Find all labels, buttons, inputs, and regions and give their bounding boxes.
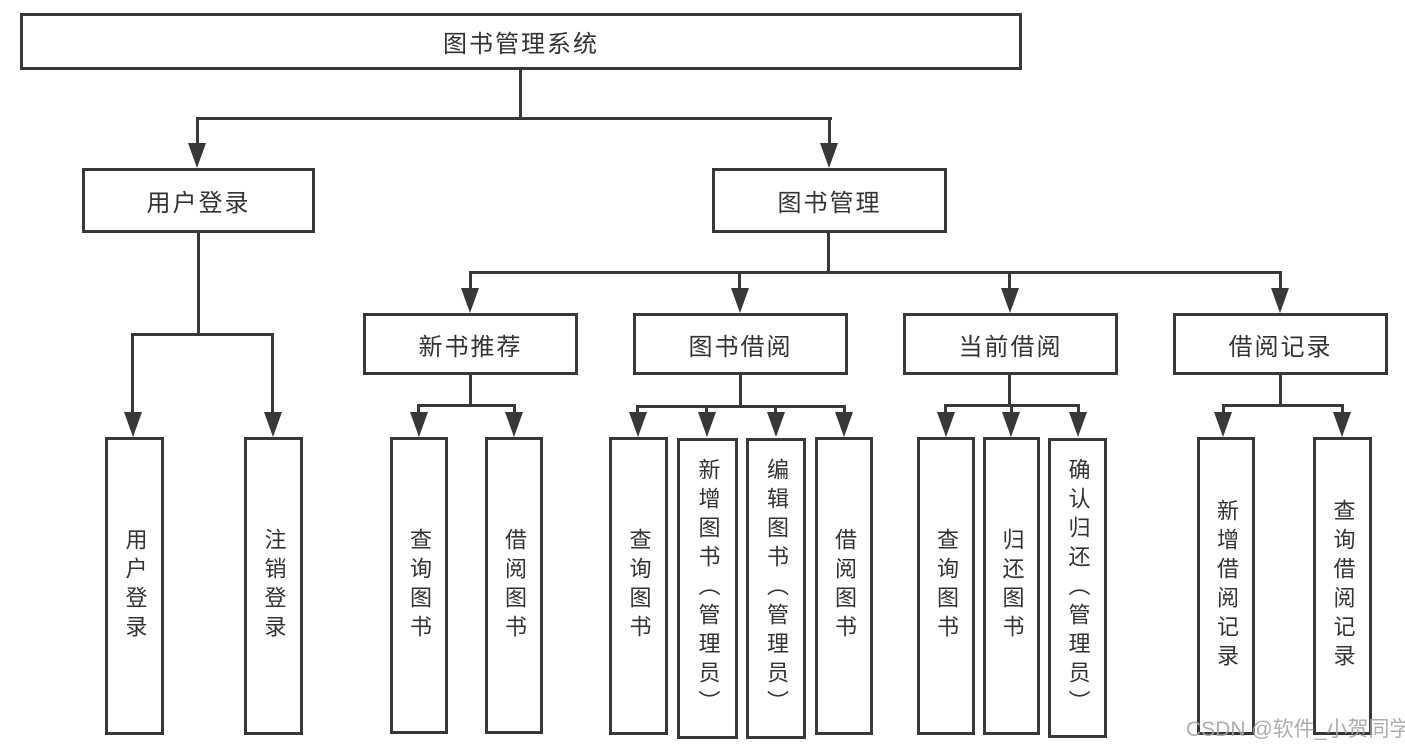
leaf-borrow-borrow-book: 借阅图书 [815, 437, 873, 735]
leaf-recommend-query-book: 查询图书 [390, 437, 448, 734]
connector-line [774, 405, 777, 416]
connector-line [417, 404, 516, 407]
leaf-records-add-record: 新增借阅记录 [1197, 437, 1255, 735]
leaf-borrow-add-book-admin: 新增图书（管理员） [677, 438, 738, 739]
arrow-down-icon [820, 143, 838, 168]
node-library-management-system: 图书管理系统 [20, 13, 1022, 70]
node-label: 图书借阅 [688, 333, 793, 361]
node-label: 图书管理 [777, 190, 882, 217]
connector-line [197, 231, 200, 335]
leaf-borrow-edit-book-admin: 编辑图书（管理员） [746, 438, 806, 739]
csdn-watermark: CSDN @软件_小贺同学 [1186, 718, 1405, 741]
arrow-down-icon [937, 412, 955, 437]
arrow-down-icon [188, 143, 206, 168]
arrow-down-icon [1333, 412, 1351, 437]
connector-line [705, 405, 708, 416]
node-label: 用户登录 [146, 190, 251, 217]
connector-line [828, 117, 831, 147]
arrow-down-icon [410, 412, 428, 437]
node-label: 新书推荐 [418, 333, 523, 361]
leaf-current-return-book: 归还图书 [983, 437, 1040, 735]
arrow-down-icon [1002, 412, 1020, 437]
connector-line [196, 117, 199, 147]
connector-line [636, 405, 639, 416]
connector-line [131, 333, 134, 415]
connector-line [1077, 404, 1080, 416]
node-user-login: 用户登录 [82, 168, 315, 233]
connector-line [738, 271, 741, 291]
connector-line [513, 404, 516, 416]
leaf-recommend-borrow-book: 借阅图书 [485, 437, 543, 734]
arrow-down-icon [767, 412, 785, 437]
connector-line [843, 405, 846, 416]
connector-line [1222, 404, 1344, 407]
connector-line [944, 404, 947, 416]
node-borrow-records: 借阅记录 [1173, 313, 1388, 375]
connector-line [1010, 404, 1013, 416]
node-current-borrow: 当前借阅 [903, 313, 1118, 375]
arrow-down-icon [629, 412, 647, 437]
arrow-down-icon [731, 288, 749, 313]
leaf-user-login: 用户登录 [105, 437, 164, 735]
connector-line [1008, 373, 1011, 406]
arrow-down-icon [1001, 288, 1019, 313]
connector-line [1008, 271, 1011, 291]
arrow-down-icon [505, 412, 523, 437]
arrow-down-icon [1271, 288, 1289, 313]
node-label: 借阅记录 [1228, 333, 1333, 361]
connector-line [196, 117, 832, 120]
arrow-down-icon [698, 412, 716, 437]
connector-line [1279, 373, 1282, 406]
arrow-down-icon [124, 412, 142, 437]
connector-line [1341, 404, 1344, 416]
connector-line [271, 333, 274, 415]
connector-line [827, 231, 830, 273]
leaf-borrow-query-book: 查询图书 [609, 437, 668, 735]
connector-line [469, 271, 1282, 274]
connector-line [469, 271, 472, 291]
arrow-down-icon [1214, 412, 1232, 437]
leaf-current-query-book: 查询图书 [917, 437, 975, 735]
connector-line [469, 373, 472, 406]
leaf-records-query-record: 查询借阅记录 [1313, 437, 1372, 735]
node-label: 图书管理系统 [443, 31, 599, 58]
connector-line [417, 404, 420, 416]
leaf-logout-login: 注销登录 [244, 437, 303, 735]
connector-line [739, 373, 742, 407]
leaf-current-confirm-return-admin: 确认归还（管理员） [1048, 438, 1107, 738]
connector-line [131, 333, 274, 336]
arrow-down-icon [264, 412, 282, 437]
node-label: 当前借阅 [958, 333, 1063, 361]
arrow-down-icon [1069, 412, 1087, 437]
connector-line [1222, 404, 1225, 416]
arrow-down-icon [835, 412, 853, 437]
node-book-management: 图书管理 [712, 168, 947, 233]
node-new-book-recommend: 新书推荐 [363, 313, 578, 375]
connector-line [1279, 271, 1282, 291]
connector-line [519, 70, 522, 119]
node-book-borrow: 图书借阅 [633, 313, 848, 375]
arrow-down-icon [461, 288, 479, 313]
connector-line [636, 405, 846, 408]
